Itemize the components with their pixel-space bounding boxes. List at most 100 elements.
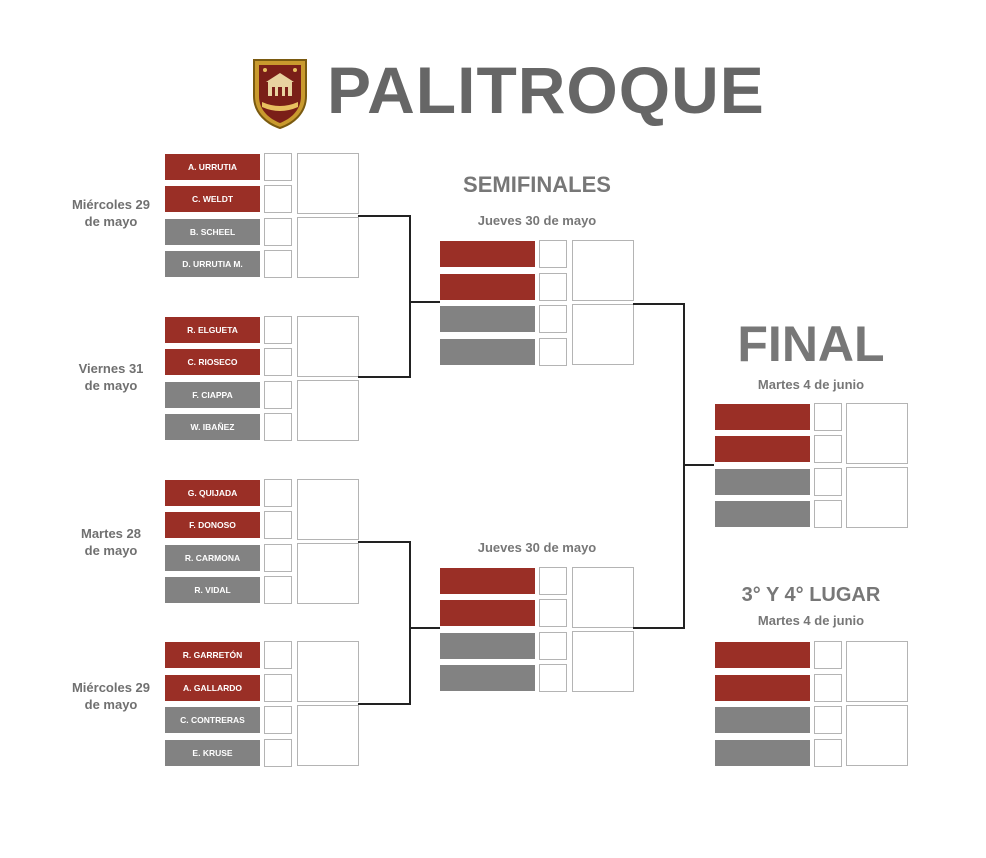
player-slot — [440, 339, 535, 365]
player-slot — [715, 404, 810, 430]
score-box — [264, 674, 292, 702]
date-line: de mayo — [84, 543, 138, 558]
player-name: R. VIDAL — [165, 577, 260, 603]
score-box — [264, 250, 292, 278]
player-slot — [440, 633, 535, 659]
final-heading: FINAL — [737, 316, 885, 372]
score-box — [264, 218, 292, 246]
score-box — [814, 500, 842, 528]
bracket-connector — [358, 215, 410, 217]
score-box — [264, 185, 292, 213]
score-box — [814, 674, 842, 702]
date-line: Martes 28 — [81, 526, 141, 541]
player-slot — [440, 241, 535, 267]
date-line: de mayo — [84, 378, 138, 393]
player-slot — [440, 274, 535, 300]
team-total-box — [572, 567, 634, 628]
score-box — [814, 403, 842, 431]
bracket-connector — [633, 627, 685, 629]
team-total-box — [572, 631, 634, 692]
team-total-box — [572, 240, 634, 301]
player-slot — [715, 642, 810, 668]
score-box — [264, 348, 292, 376]
team-total-box — [297, 543, 359, 604]
third-place-heading: 3° Y 4° LUGAR — [741, 584, 881, 606]
team-total-box — [297, 479, 359, 540]
score-box — [814, 641, 842, 669]
date-line: de mayo — [84, 697, 138, 712]
date-line: de mayo — [84, 214, 138, 229]
team-total-box — [846, 641, 908, 702]
score-box — [539, 632, 567, 660]
match-date: Martes 28 de mayo — [46, 525, 176, 559]
match-date: Viernes 31 de mayo — [46, 360, 176, 394]
score-box — [814, 435, 842, 463]
score-box — [539, 567, 567, 595]
player-name: R. ELGUETA — [165, 317, 260, 343]
player-name: A. GALLARDO — [165, 675, 260, 701]
score-box — [264, 544, 292, 572]
score-box — [264, 381, 292, 409]
player-slot — [440, 600, 535, 626]
bracket-connector — [358, 541, 410, 543]
score-box — [539, 664, 567, 692]
player-name: A. URRUTIA — [165, 154, 260, 180]
player-name: C. RIOSECO — [165, 349, 260, 375]
team-total-box — [846, 403, 908, 464]
team-total-box — [297, 705, 359, 766]
player-slot — [715, 436, 810, 462]
player-name: B. SCHEEL — [165, 219, 260, 245]
semifinal-date: Jueves 30 de mayo — [477, 213, 597, 228]
score-box — [539, 599, 567, 627]
player-name: F. DONOSO — [165, 512, 260, 538]
date-line: Miércoles 29 — [71, 680, 151, 695]
score-box — [539, 338, 567, 366]
score-box — [264, 479, 292, 507]
team-total-box — [297, 316, 359, 377]
match-date: Miércoles 29 de mayo — [46, 196, 176, 230]
team-total-box — [297, 217, 359, 278]
score-box — [264, 511, 292, 539]
bracket-connector — [358, 703, 410, 705]
score-box — [814, 739, 842, 767]
score-box — [264, 706, 292, 734]
bracket-connector — [633, 303, 685, 305]
team-total-box — [846, 467, 908, 528]
score-box — [264, 413, 292, 441]
team-total-box — [297, 641, 359, 702]
player-name: C. CONTRERAS — [165, 707, 260, 733]
page-title: PALITROQUE — [327, 53, 765, 127]
player-name: W. IBAÑEZ — [165, 414, 260, 440]
team-total-box — [846, 705, 908, 766]
semifinal-date: Jueves 30 de mayo — [477, 540, 597, 555]
score-box — [539, 240, 567, 268]
bracket-connector — [683, 303, 685, 629]
player-name: C. WELDT — [165, 186, 260, 212]
player-slot — [440, 306, 535, 332]
score-box — [539, 305, 567, 333]
date-line: Miércoles 29 — [71, 197, 151, 212]
player-slot — [440, 568, 535, 594]
team-total-box — [297, 153, 359, 214]
player-slot — [715, 707, 810, 733]
player-name: R. CARMONA — [165, 545, 260, 571]
score-box — [264, 316, 292, 344]
player-name: F. CIAPPA — [165, 382, 260, 408]
team-total-box — [572, 304, 634, 365]
match-date: Miércoles 29 de mayo — [46, 679, 176, 713]
player-slot — [715, 501, 810, 527]
player-slot — [715, 740, 810, 766]
score-box — [539, 273, 567, 301]
team-total-box — [297, 380, 359, 441]
score-box — [264, 641, 292, 669]
bracket-connector — [409, 215, 411, 378]
date-line: Viernes 31 — [78, 361, 144, 376]
score-box — [264, 739, 292, 767]
player-slot — [440, 665, 535, 691]
score-box — [264, 153, 292, 181]
bracket-connector — [358, 376, 410, 378]
player-name: D. URRUTIA M. — [165, 251, 260, 277]
club-crest-icon — [253, 59, 307, 130]
player-name: R. GARRETÓN — [165, 642, 260, 668]
player-name: E. KRUSE — [165, 740, 260, 766]
